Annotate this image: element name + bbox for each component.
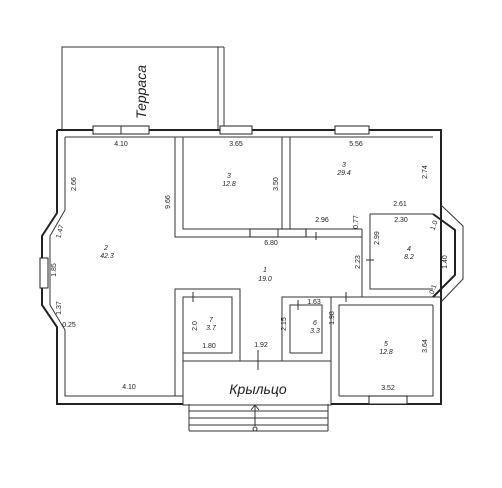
room-6-number: 6: [313, 320, 317, 327]
dim-label: 4.10: [122, 384, 136, 391]
room-2: 2 42.3: [100, 137, 362, 260]
dim-label: 3.50: [273, 177, 280, 191]
dim-label: 9.66: [165, 195, 172, 209]
outer-walls: [41, 129, 442, 405]
dim-label: 1.80: [202, 343, 216, 350]
windows: [39, 125, 408, 405]
dim-label: 6.80: [264, 240, 278, 247]
dim-label: 1.37: [56, 301, 63, 315]
room-7-number: 7: [209, 317, 214, 324]
dim-label: 3.65: [229, 141, 243, 148]
dim-label: 0.25: [62, 322, 76, 329]
dim-label: 4.10: [114, 141, 128, 148]
dim-label: 2.74: [422, 165, 429, 179]
room-1-area: 19.0: [258, 276, 272, 283]
dim-label: 2.99: [374, 231, 381, 245]
room-2-number: 2: [103, 245, 108, 252]
dim-label: 1.98: [329, 311, 336, 325]
dim-label: 1.47: [55, 224, 65, 239]
room-4: 4 8.2: [361, 204, 464, 303]
dim-label: 2.0: [192, 321, 199, 331]
dim-label: 2.15: [281, 317, 288, 331]
room-3-small: 3 12.8: [222, 137, 362, 230]
dim-label: 1.0: [430, 220, 440, 232]
porch-label: Крыльцо: [229, 381, 287, 397]
dim-label: 2.66: [71, 177, 78, 191]
room-3b-number: 3: [342, 162, 346, 169]
dim-label: 1.85: [51, 263, 58, 277]
terrace: Терраса: [61, 46, 225, 129]
dim-label: 2.61: [393, 201, 407, 208]
room-2-area: 42.3: [100, 253, 114, 260]
room-6: 6 3.3: [281, 296, 340, 361]
porch: Крыльцо: [182, 360, 332, 432]
room-3a-area: 12.8: [222, 181, 236, 188]
dim-label: 5.56: [349, 141, 363, 148]
room-1-number: 1: [263, 267, 267, 274]
room-7: 7 3.7: [174, 288, 241, 396]
room-3b-area: 29.4: [336, 170, 351, 177]
dim-label: 2.23: [355, 255, 362, 269]
dimension-labels: 4.10 2.66 9.66 1.47 1.85 1.37 0.25 4.10 …: [51, 141, 449, 392]
room-3-large: 3 29.4: [336, 162, 351, 177]
dim-label: 1.63: [307, 299, 321, 306]
doors: [192, 232, 374, 370]
room-5-area: 12.8: [379, 349, 393, 356]
terrace-label: Терраса: [133, 65, 149, 119]
dim-label: 1.40: [442, 255, 449, 269]
dim-label: 2.30: [394, 217, 408, 224]
dim-label: 1.92: [254, 342, 268, 349]
room-1: 1 19.0: [258, 267, 272, 283]
dim-label: 3.64: [422, 339, 429, 353]
room-7-area: 3.7: [206, 325, 217, 332]
dim-label: 3.52: [381, 385, 395, 392]
dim-label: 2.96: [315, 217, 329, 224]
room-4-number: 4: [407, 246, 411, 253]
room-5-number: 5: [384, 341, 388, 348]
dim-label: 0.77: [353, 215, 360, 229]
room-6-area: 3.3: [310, 328, 320, 335]
room-3a-number: 3: [227, 173, 231, 180]
room-4-area: 8.2: [404, 254, 414, 261]
dim-label: 0.1: [429, 284, 439, 296]
